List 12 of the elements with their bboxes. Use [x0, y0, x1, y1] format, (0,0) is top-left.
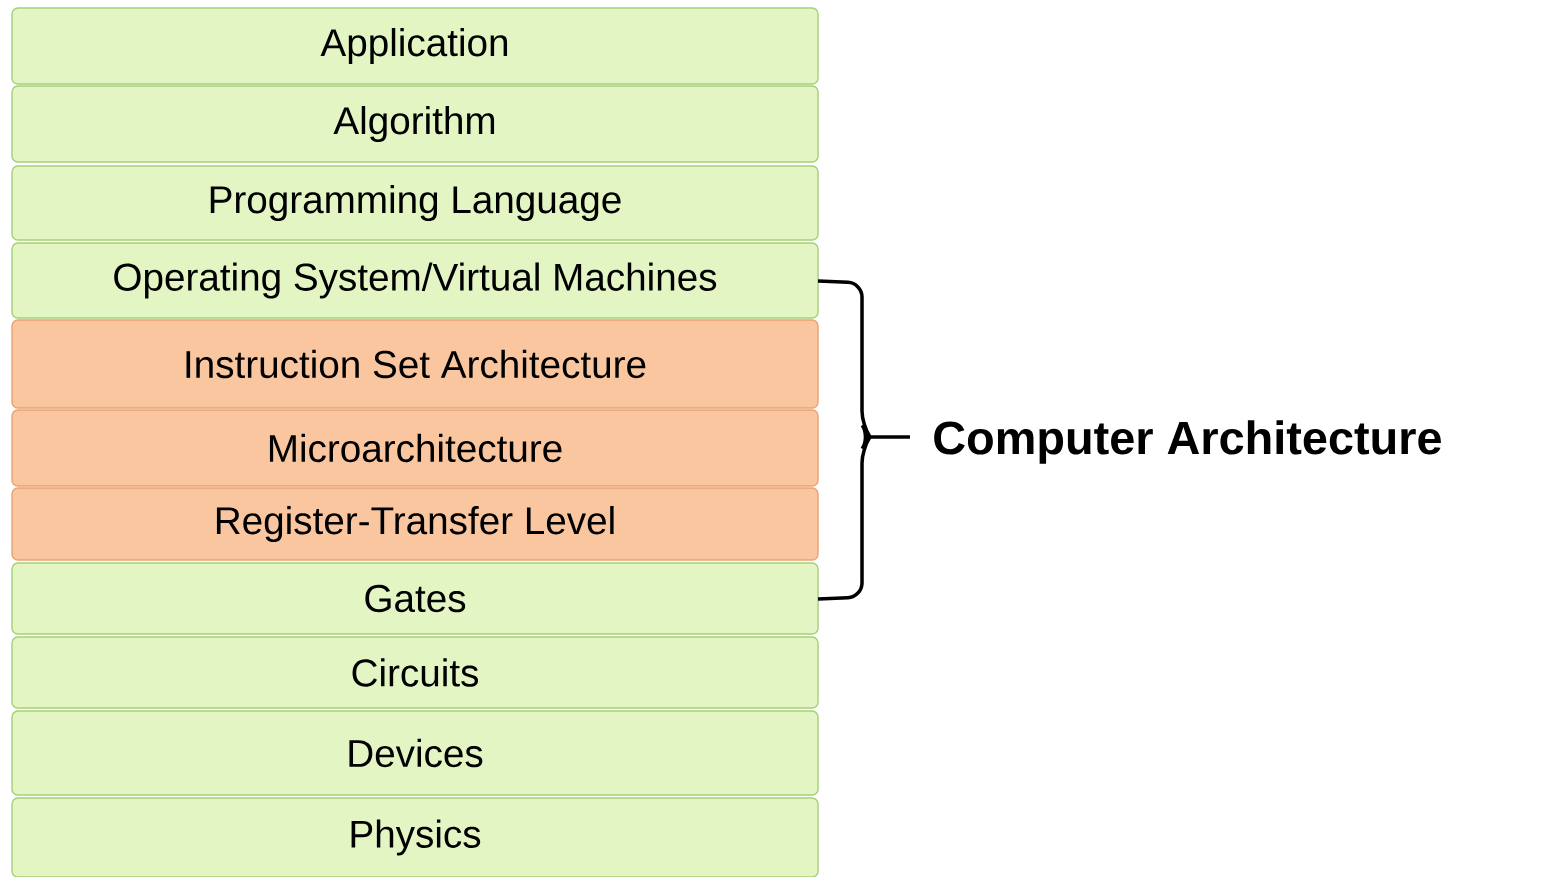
layer-box: Register-Transfer Level — [11, 487, 819, 561]
layer-box: Algorithm — [11, 85, 819, 163]
layer-box: Operating System/Virtual Machines — [11, 242, 819, 319]
layer-box: Circuits — [11, 636, 819, 709]
layer-box: Programming Language — [11, 165, 819, 241]
layer-box: Instruction Set Architecture — [11, 319, 819, 409]
layer-box: Application — [11, 7, 819, 85]
layer-box: Physics — [11, 797, 819, 877]
layer-box: Microarchitecture — [11, 409, 819, 487]
bracket-label: Computer Architecture — [934, 420, 1441, 464]
layer-box: Devices — [11, 710, 819, 796]
layer-box: Gates — [11, 562, 819, 635]
